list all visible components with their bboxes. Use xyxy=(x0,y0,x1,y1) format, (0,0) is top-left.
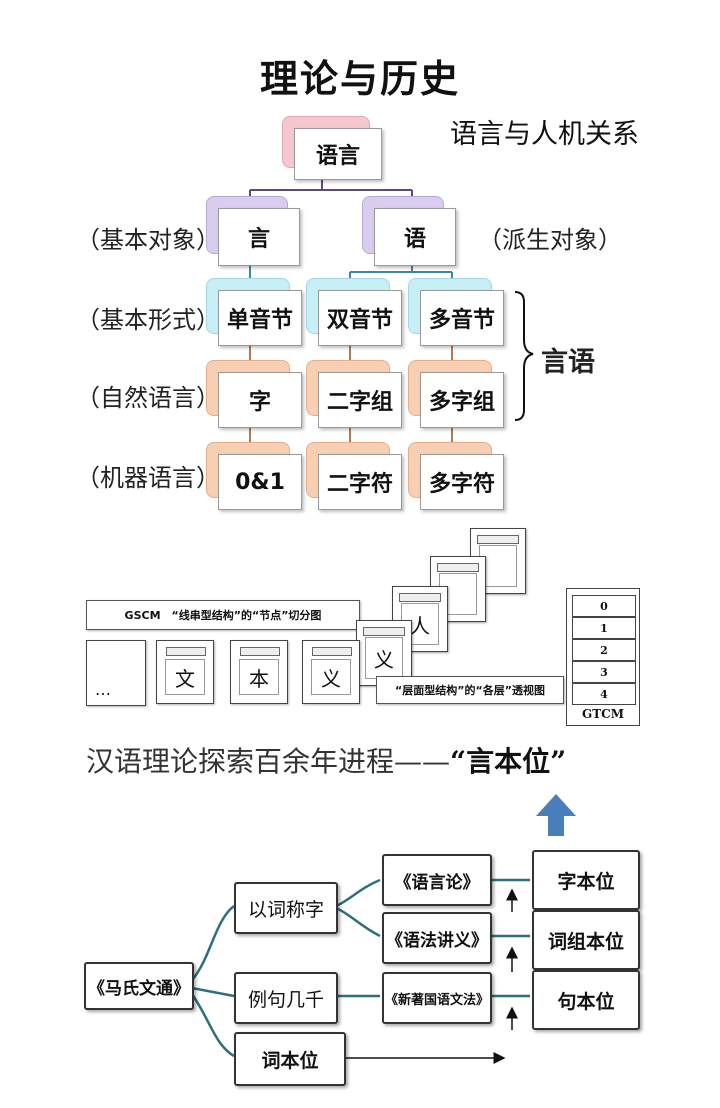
flow-book-grammar-lectures: 《语法讲义》 xyxy=(382,912,492,964)
node-label: 二字组 xyxy=(318,372,402,428)
node-monosyllable: 单音节 xyxy=(206,278,302,346)
node-multi-char-symbol: 多字符 xyxy=(408,442,504,510)
side-label-derived-object: （派生对象） xyxy=(478,226,622,254)
node-yan-label: 言 xyxy=(218,208,300,266)
node-binary: 0&1 xyxy=(206,442,302,510)
node-yu: 语 xyxy=(362,196,456,266)
side-label-natural-language: （自然语言） xyxy=(76,384,220,412)
card-char: 文 xyxy=(165,659,205,695)
up-arrow-icon xyxy=(536,794,576,836)
node-two-char-group: 二字组 xyxy=(306,360,402,428)
node-label: 多字符 xyxy=(420,454,504,510)
card-yi: 义 xyxy=(302,640,360,704)
node-label: 字 xyxy=(218,372,302,428)
ellipsis-card: … xyxy=(86,640,146,706)
flow-mid-word-as-char: 以词称字 xyxy=(234,882,338,934)
side-label-basic-form: （基本形式） xyxy=(76,306,220,334)
subtitle: 语言与人机关系 xyxy=(450,119,639,150)
page-title: 理论与历史 xyxy=(259,57,460,101)
node-yan: 言 xyxy=(206,196,300,266)
card-char: 义 xyxy=(311,659,351,695)
node-root-label: 语言 xyxy=(294,128,382,180)
side-label-machine-language: （机器语言） xyxy=(76,464,220,492)
flow-phrase-based: 词组本位 xyxy=(532,910,640,970)
node-label: 0&1 xyxy=(218,454,302,510)
node-root: 语言 xyxy=(282,116,382,180)
gtcm-cell: 2 xyxy=(572,639,636,661)
flow-char-based: 字本位 xyxy=(532,850,640,910)
gtcm-cell: 0 xyxy=(572,595,636,617)
node-label: 多音节 xyxy=(420,290,504,346)
flow-book-language-theory: 《语言论》 xyxy=(382,854,492,906)
headline: 汉语理论探索百余年进程——“言本位” xyxy=(86,740,566,780)
card-ben: 本 xyxy=(230,640,288,704)
node-label: 多字组 xyxy=(420,372,504,428)
gtcm-label: GTCM xyxy=(581,707,624,721)
brace-label: 言语 xyxy=(541,347,595,378)
flow-mid-sentences: 例句几千 xyxy=(234,972,338,1024)
node-label: 二字符 xyxy=(318,454,402,510)
node-label: 双音节 xyxy=(318,290,402,346)
gscm-label: GSCM “线串型结构”的“节点”切分图 xyxy=(86,600,360,630)
node-label: 单音节 xyxy=(218,290,302,346)
headline-text: 汉语理论探索百余年进程—— xyxy=(86,745,451,778)
node-yu-label: 语 xyxy=(374,208,456,266)
side-label-basic-object: （基本对象） xyxy=(76,226,220,254)
flow-book-new-grammar: 《新著国语文法》 xyxy=(382,972,492,1024)
node-multi-char-group: 多字组 xyxy=(408,360,504,428)
gtcm-cell: 3 xyxy=(572,661,636,683)
card-char: 本 xyxy=(239,659,279,695)
gtcm-panel: 0 1 2 3 4 GTCM xyxy=(566,588,640,726)
node-character: 字 xyxy=(206,360,302,428)
layer-label: “层面型结构”的“各层”透视图 xyxy=(376,676,564,704)
flow-start-mashi-wentong: 《马氏文通》 xyxy=(84,962,194,1010)
node-polysyllable: 多音节 xyxy=(408,278,504,346)
gtcm-cell: 4 xyxy=(572,683,636,705)
card-wen: 文 xyxy=(156,640,214,704)
headline-highlight: “言本位” xyxy=(450,745,567,778)
flow-word-based: 词本位 xyxy=(234,1032,346,1086)
gtcm-cell: 1 xyxy=(572,617,636,639)
node-two-char-symbol: 二字符 xyxy=(306,442,402,510)
node-disyllable: 双音节 xyxy=(306,278,402,346)
flow-sentence-based: 句本位 xyxy=(532,970,640,1030)
stack-page-front: 义 xyxy=(356,620,412,686)
ellipsis-text: … xyxy=(95,680,111,699)
